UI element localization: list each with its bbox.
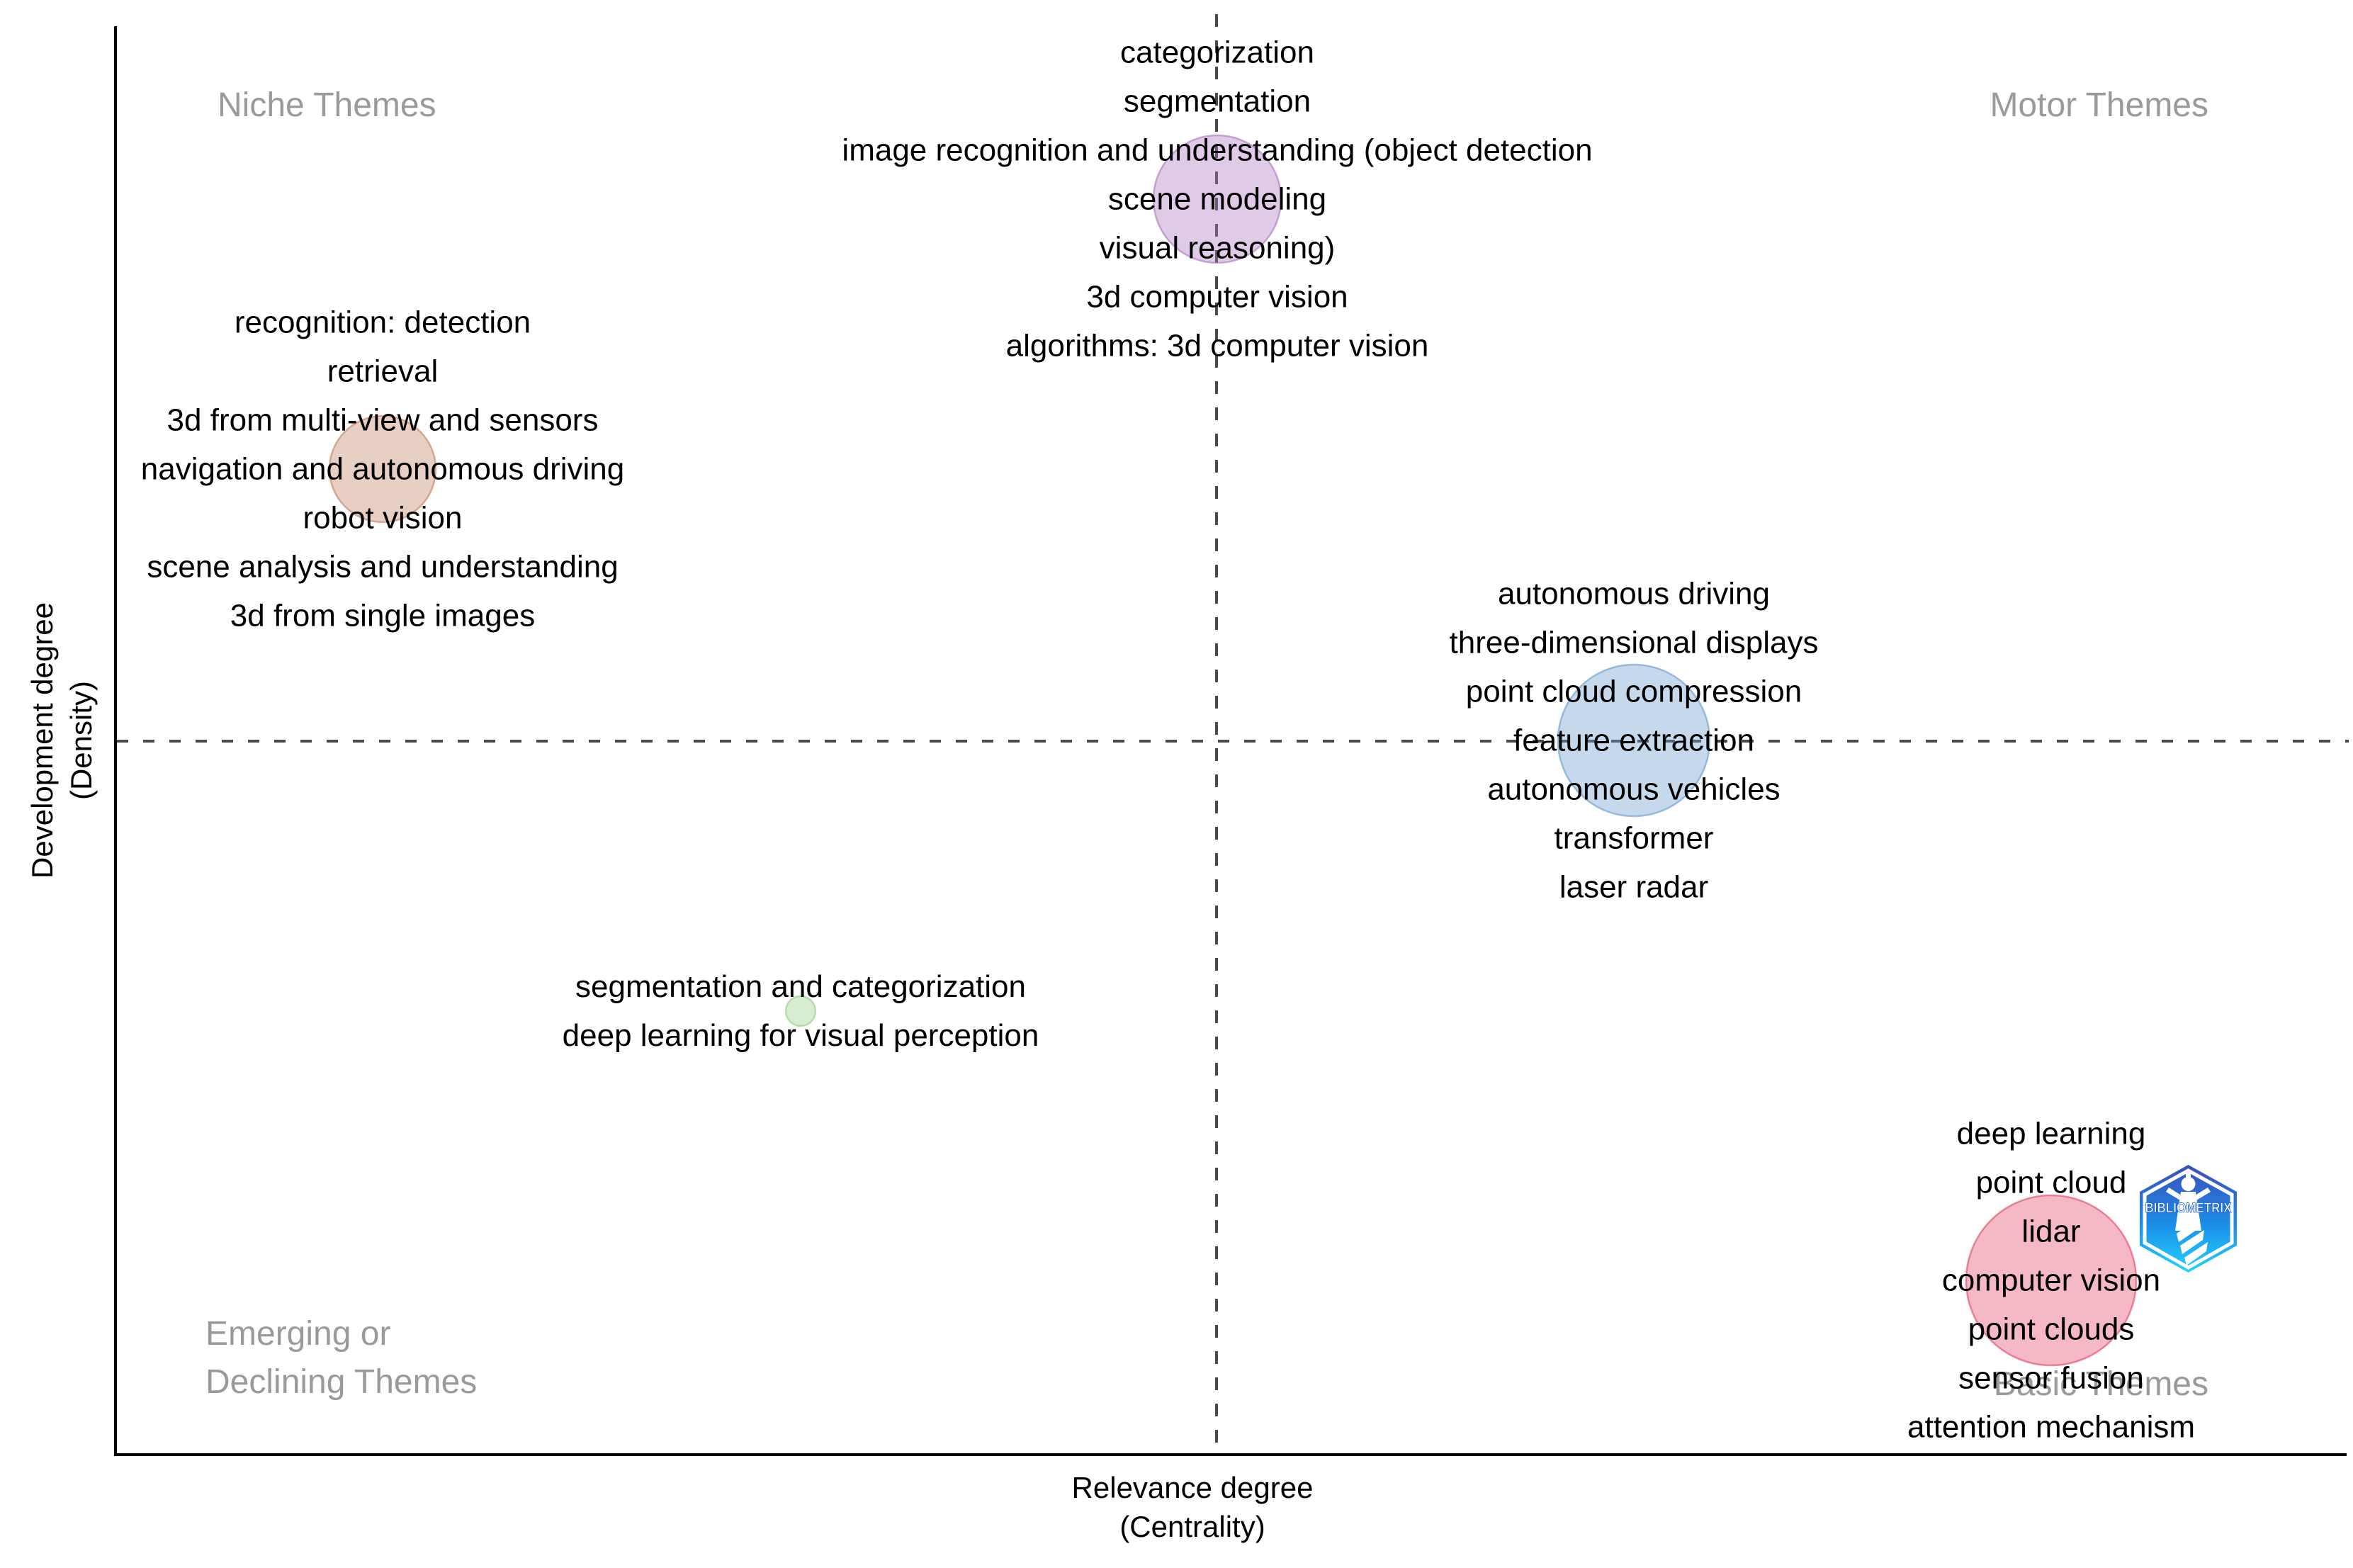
cluster-bubble-cluster-motor-right[interactable] [1557, 663, 1711, 818]
y-axis-title-line: (Density) [64, 680, 98, 801]
quadrant-label-basic: Basic Themes [1994, 1360, 2208, 1409]
quadrant-label-motor: Motor Themes [1990, 81, 2208, 130]
lighthouse-icon [2166, 1173, 2211, 1265]
bubbles-layer [328, 134, 2138, 1367]
cluster-bubble-cluster-emerging-small[interactable] [784, 995, 817, 1027]
quadrant-label-niche: Niche Themes [218, 81, 436, 130]
cluster-bubble-cluster-top-center[interactable] [1152, 134, 1282, 264]
y-axis-title: Development degree (Density) [23, 602, 101, 879]
x-axis-title: Relevance degree (Centrality) [1072, 1468, 1314, 1546]
x-axis-title-line: Relevance degree [1071, 1471, 1314, 1504]
quadrant-label-text: Basic Themes [1993, 1365, 2208, 1403]
logo-wordmark: BIBLIOMETRIX [2145, 1201, 2232, 1216]
quadrant-label-text: Motor Themes [1990, 86, 2208, 124]
bibliometrix-logo: BIBLIOMETRIX [2140, 1165, 2237, 1273]
cluster-bubble-cluster-basic-bottom-right[interactable] [1965, 1194, 2138, 1367]
logo-hexagon-inner-border [2143, 1168, 2234, 1270]
quadrant-label-text: Niche Themes [218, 86, 436, 124]
quadrant-label-text: Emerging or [205, 1315, 391, 1353]
quadrant-label-text: Declining Themes [205, 1363, 478, 1401]
y-axis-title-line: Development degree [26, 602, 59, 879]
quadrant-label-emerging-declining: Emerging or Declining Themes [205, 1310, 477, 1406]
cluster-bubble-cluster-niche-left[interactable] [328, 414, 437, 524]
x-axis-title-line: (Centrality) [1119, 1510, 1265, 1543]
